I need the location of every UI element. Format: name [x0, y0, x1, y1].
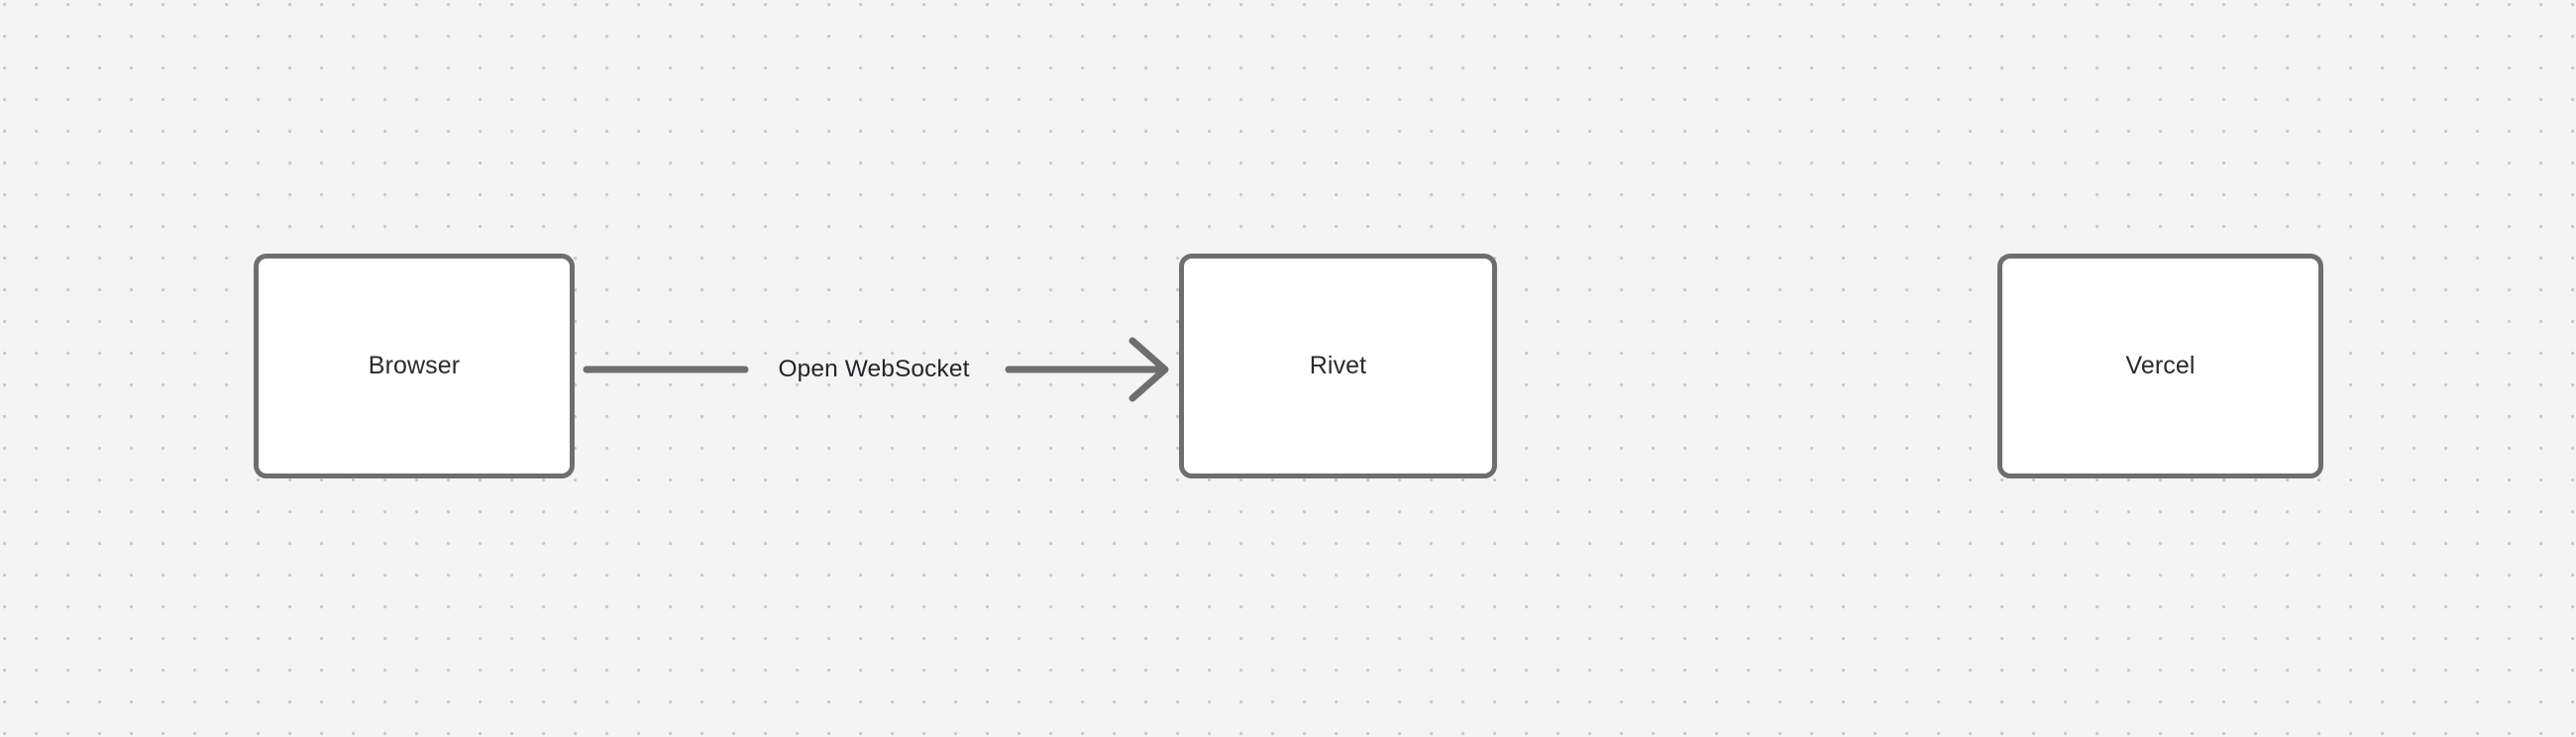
- node-browser[interactable]: Browser: [254, 254, 575, 478]
- node-vercel-label: Vercel: [2125, 352, 2196, 379]
- node-vercel[interactable]: Vercel: [1997, 254, 2323, 478]
- edge-label-open-websocket: Open WebSocket: [778, 355, 970, 382]
- node-browser-label: Browser: [368, 352, 461, 379]
- node-rivet[interactable]: Rivet: [1179, 254, 1497, 478]
- arrowhead-icon: [1128, 337, 1169, 402]
- node-rivet-label: Rivet: [1309, 352, 1367, 379]
